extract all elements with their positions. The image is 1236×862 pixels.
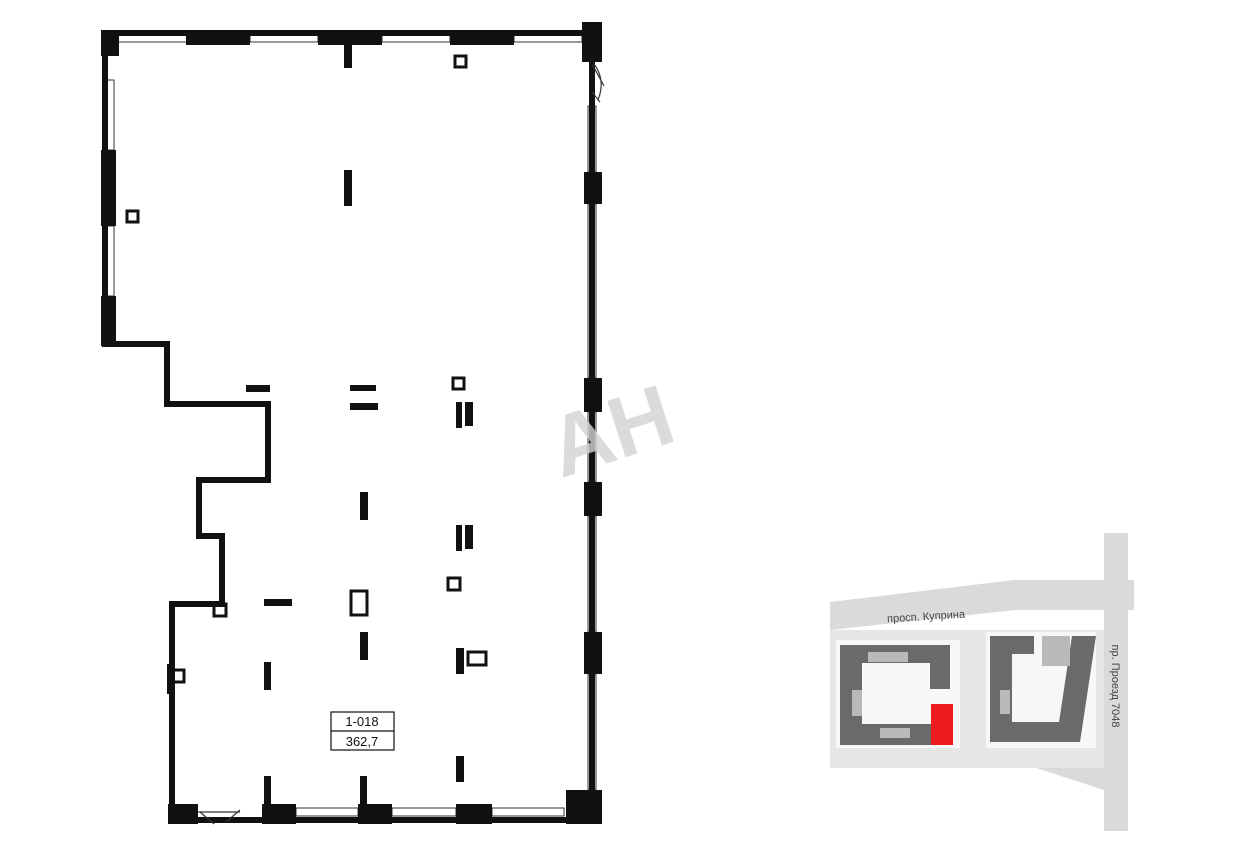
exterior-wall [102,30,595,823]
shaft [170,668,186,684]
pier [264,776,271,806]
shaft [466,650,488,667]
column [465,402,473,426]
pier [186,30,250,45]
pier [318,30,382,45]
pier [584,378,602,412]
column [344,42,352,68]
pier [456,804,492,824]
pier [101,150,116,226]
window-bottom-2 [391,807,457,817]
building-right-light [1000,636,1070,714]
shaft [125,209,140,224]
pier [584,172,602,204]
road-kuprina [830,580,1134,630]
column [465,525,473,549]
pier [262,804,296,824]
column [360,492,368,520]
column [456,648,464,674]
wall-piers [101,22,602,824]
pier [101,30,119,56]
pier [582,22,602,62]
road-proezd [1104,533,1128,831]
shaft [446,576,462,592]
building-right [990,636,1096,742]
column [264,662,271,690]
site-plan: просп. Куприна пр. Проезд 7048 [830,533,1134,831]
building-light-section [852,690,862,716]
pier [566,790,602,824]
unit-label: 1-018 362,7 [330,711,395,751]
column [456,756,464,782]
shaft [349,589,369,617]
pier [168,804,198,824]
building-section [840,645,862,745]
building-section [990,636,1012,742]
column [264,599,292,606]
shaft [451,376,466,391]
pier [101,296,116,346]
building-light-section [1042,636,1070,666]
interior-columns [246,42,473,782]
selected-unit-marker [931,704,953,745]
pier [584,482,602,516]
shaft [212,602,228,618]
building-left-light [852,652,910,738]
building-light-section [1000,690,1010,714]
pier [584,632,602,674]
door-bottom-left [198,809,241,825]
column [350,403,378,410]
unit-area: 362,7 [346,734,379,749]
building-section [990,722,1060,742]
column [350,385,376,391]
pier [360,776,367,806]
column [456,525,462,551]
street-label-right: пр. Проезд 7048 [1109,645,1121,728]
floor-plan: 1-018 362,7 АН [101,22,685,825]
door-right-top [591,63,605,103]
column [344,170,352,206]
building-section [930,645,950,689]
doors [198,63,605,825]
pier [450,30,514,45]
windows [105,33,597,817]
column [246,385,270,392]
window-bottom-1 [295,807,359,817]
shafts [125,54,488,684]
pier [358,804,392,824]
street-label-top: просп. Куприна [887,609,967,626]
shaft [453,54,468,69]
column [456,402,462,428]
window-bottom-3 [491,807,565,817]
building-light-section [880,728,910,738]
column [360,632,368,660]
building-light-section [868,652,908,662]
unit-number: 1-018 [345,714,378,729]
watermark-logo: АН [537,367,685,497]
building-section [1056,636,1096,742]
